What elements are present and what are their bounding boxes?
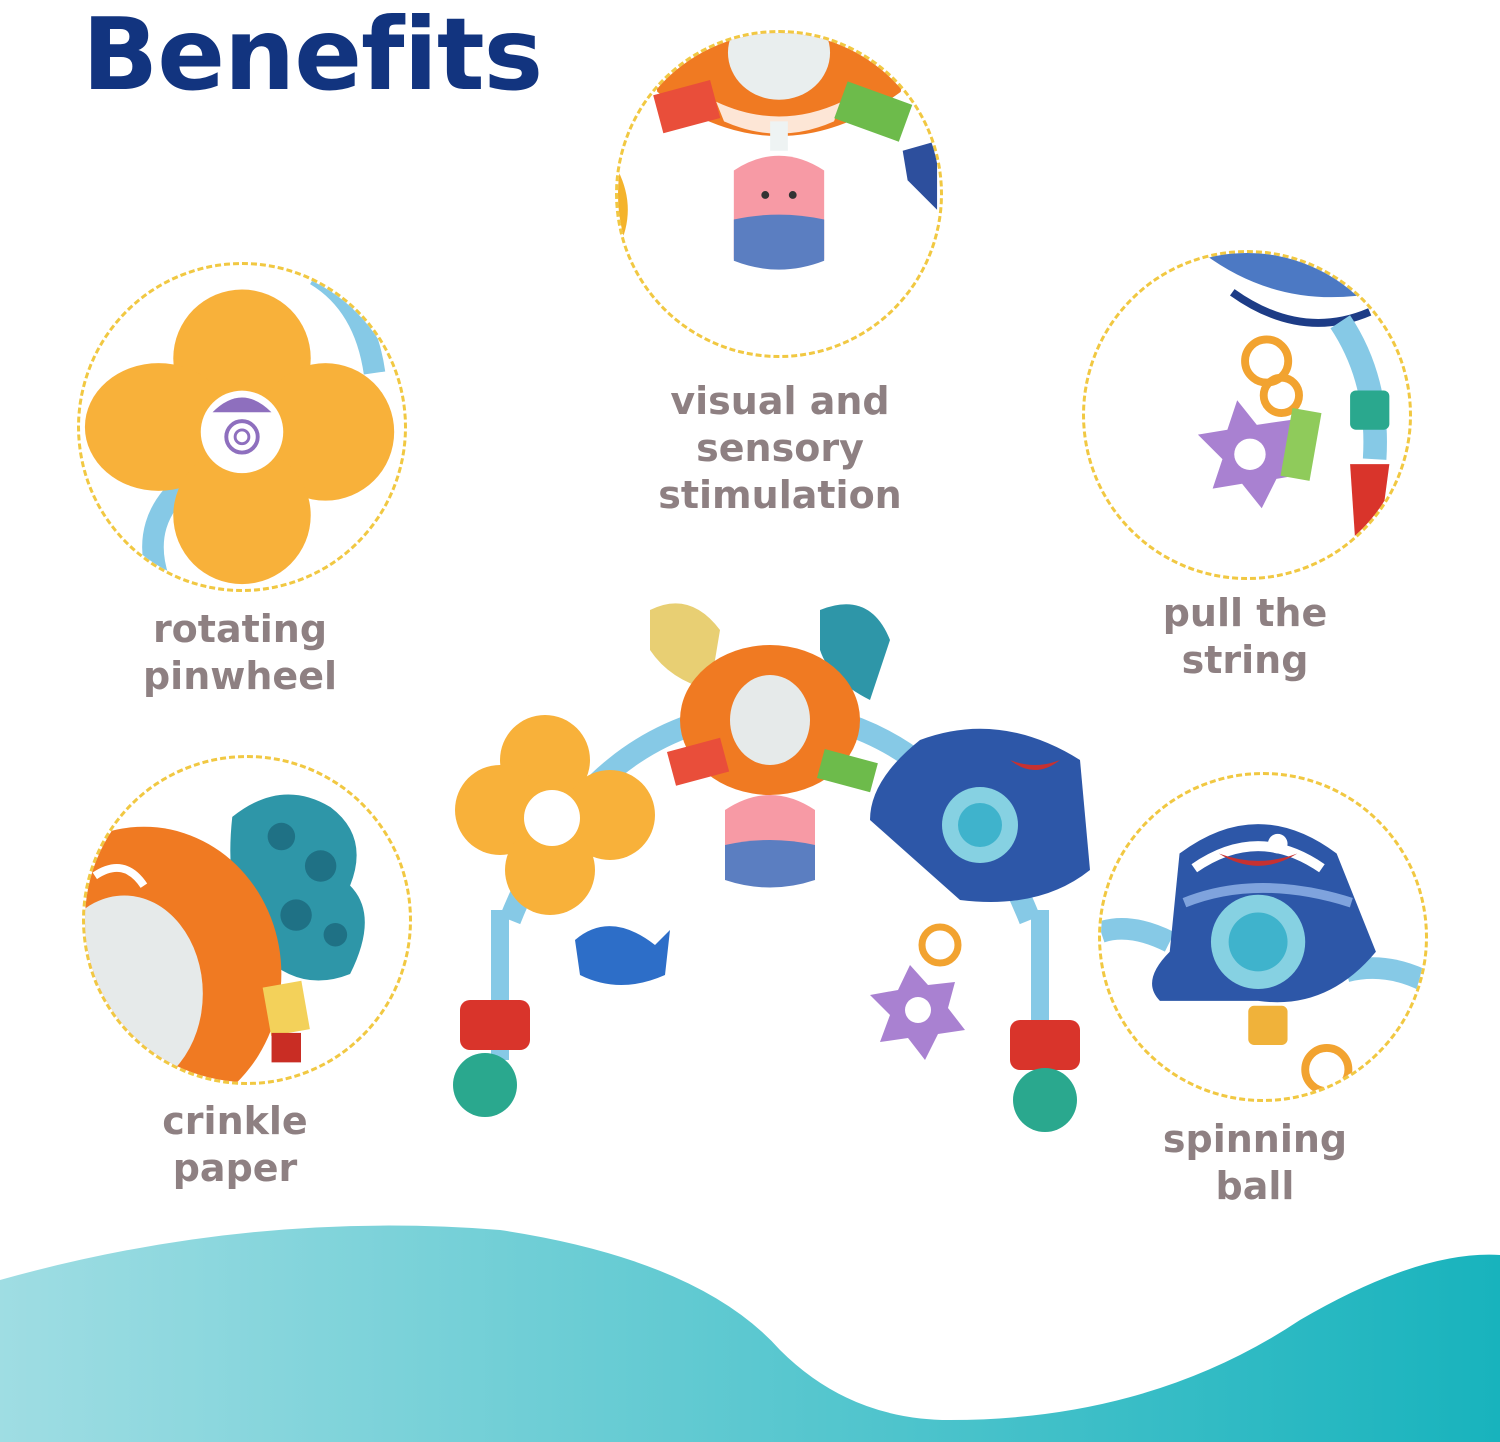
rotating-pinwheel-label: rotating pinwheel bbox=[142, 607, 337, 698]
visual-stimulation-circle bbox=[615, 30, 943, 358]
pull-string-label: pull the string bbox=[1162, 591, 1328, 682]
decorative-wave bbox=[0, 1225, 1500, 1442]
crinkle-paper-label: crinkle paper bbox=[162, 1099, 308, 1190]
shark-ball-icon bbox=[1101, 824, 1425, 1096]
toy-arch-illustration bbox=[453, 603, 1090, 1132]
crinkle-paper-circle bbox=[82, 755, 412, 1085]
pull-string-circle bbox=[1082, 250, 1412, 580]
pinwheel-icon bbox=[84, 265, 395, 585]
star-teether-icon bbox=[1197, 253, 1409, 538]
crab-mirror-jellyfish-icon bbox=[618, 33, 938, 270]
spinning-ball-circle bbox=[1098, 772, 1428, 1102]
page-title: Benefits bbox=[82, 0, 543, 113]
visual-stimulation-label: visual and sensory stimulation bbox=[658, 379, 902, 517]
crab-claw-icon bbox=[85, 794, 365, 1082]
spinning-ball-label: spinning ball bbox=[1162, 1117, 1348, 1208]
rotating-pinwheel-circle bbox=[77, 262, 407, 592]
